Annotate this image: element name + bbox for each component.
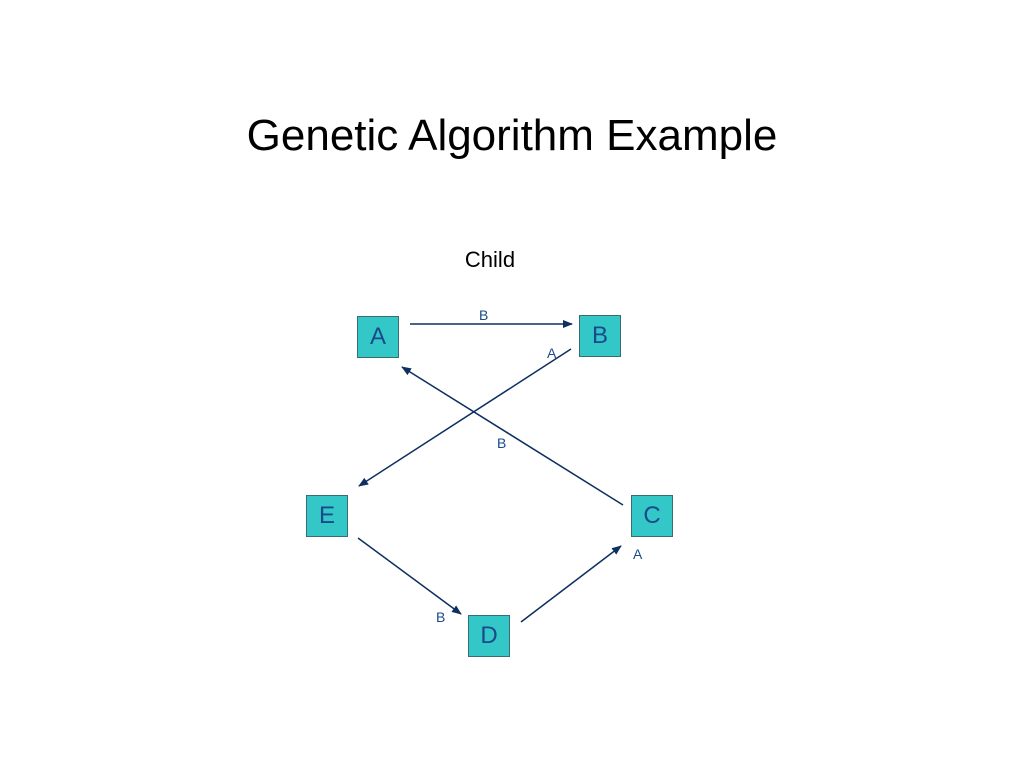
node-e: E (306, 495, 348, 537)
edge-c-to-a (401, 366, 624, 506)
edge-label-d-to-c: A (633, 546, 643, 562)
edge-d-to-c (520, 545, 622, 623)
edge-label-a-to-b: B (479, 307, 489, 323)
edge-label-c-to-a: B (497, 435, 507, 451)
edge-label-b-to-e: A (547, 345, 557, 361)
node-a: A (357, 316, 399, 358)
node-d: D (468, 615, 510, 657)
edge-b-to-e (358, 348, 572, 487)
slide-title: Genetic Algorithm Example (246, 111, 778, 160)
diagram-subtitle: Child (464, 247, 516, 272)
node-b: B (579, 315, 621, 357)
edge-e-to-d (357, 537, 462, 615)
edge-label-e-to-d: B (436, 609, 446, 625)
node-c: C (631, 495, 673, 537)
